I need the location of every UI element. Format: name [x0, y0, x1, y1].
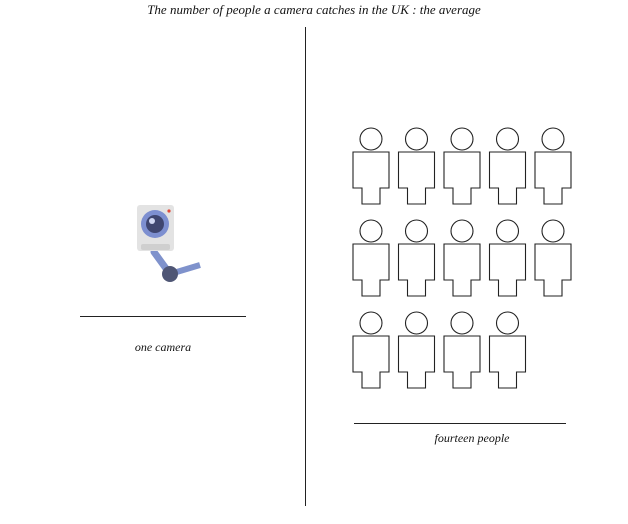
camera-joint: [162, 266, 178, 282]
person-head: [450, 127, 474, 151]
person-icon: [352, 311, 390, 389]
person-head: [359, 127, 383, 151]
person-body: [397, 151, 436, 205]
person-head: [404, 127, 429, 151]
person-icon: [488, 219, 527, 297]
camera-lens-glare: [149, 218, 155, 224]
people-grid: [352, 126, 592, 396]
person-head: [495, 219, 520, 243]
person-body: [488, 151, 527, 205]
person-body: [397, 335, 436, 389]
person-body: [397, 243, 436, 297]
person-body: [352, 243, 390, 297]
left-baseline: [80, 316, 246, 317]
person-body: [534, 243, 572, 297]
person-head: [450, 219, 474, 243]
right-baseline: [354, 423, 566, 424]
camera-led: [167, 209, 171, 213]
person-body: [488, 243, 527, 297]
center-divider: [305, 27, 306, 506]
person-icon: [488, 311, 527, 389]
person-head: [495, 311, 520, 335]
camera-base: [141, 244, 170, 250]
person-body: [488, 335, 527, 389]
right-caption: fourteen people: [434, 431, 510, 445]
security-camera-icon: [130, 200, 210, 290]
person-icon: [397, 311, 436, 389]
person-icon: [488, 127, 527, 205]
person-body: [443, 151, 481, 205]
person-icon: [352, 219, 390, 297]
person-head: [359, 311, 383, 335]
person-icon: [397, 127, 436, 205]
person-head: [404, 219, 429, 243]
person-body: [352, 335, 390, 389]
person-head: [359, 219, 383, 243]
person-body: [443, 335, 481, 389]
person-icon: [443, 219, 481, 297]
person-body: [352, 151, 390, 205]
person-body: [443, 243, 481, 297]
person-icon: [443, 311, 481, 389]
chart-title: The number of people a camera catches in…: [147, 2, 481, 17]
person-icon: [443, 127, 481, 205]
person-head: [495, 127, 520, 151]
person-body: [534, 151, 572, 205]
left-caption: one camera: [134, 340, 192, 354]
person-head: [541, 127, 565, 151]
person-head: [404, 311, 429, 335]
camera-lens-inner: [146, 215, 164, 233]
person-head: [541, 219, 565, 243]
person-head: [450, 311, 474, 335]
person-icon: [352, 127, 390, 205]
person-icon: [534, 219, 572, 297]
person-icon: [534, 127, 572, 205]
person-icon: [397, 219, 436, 297]
